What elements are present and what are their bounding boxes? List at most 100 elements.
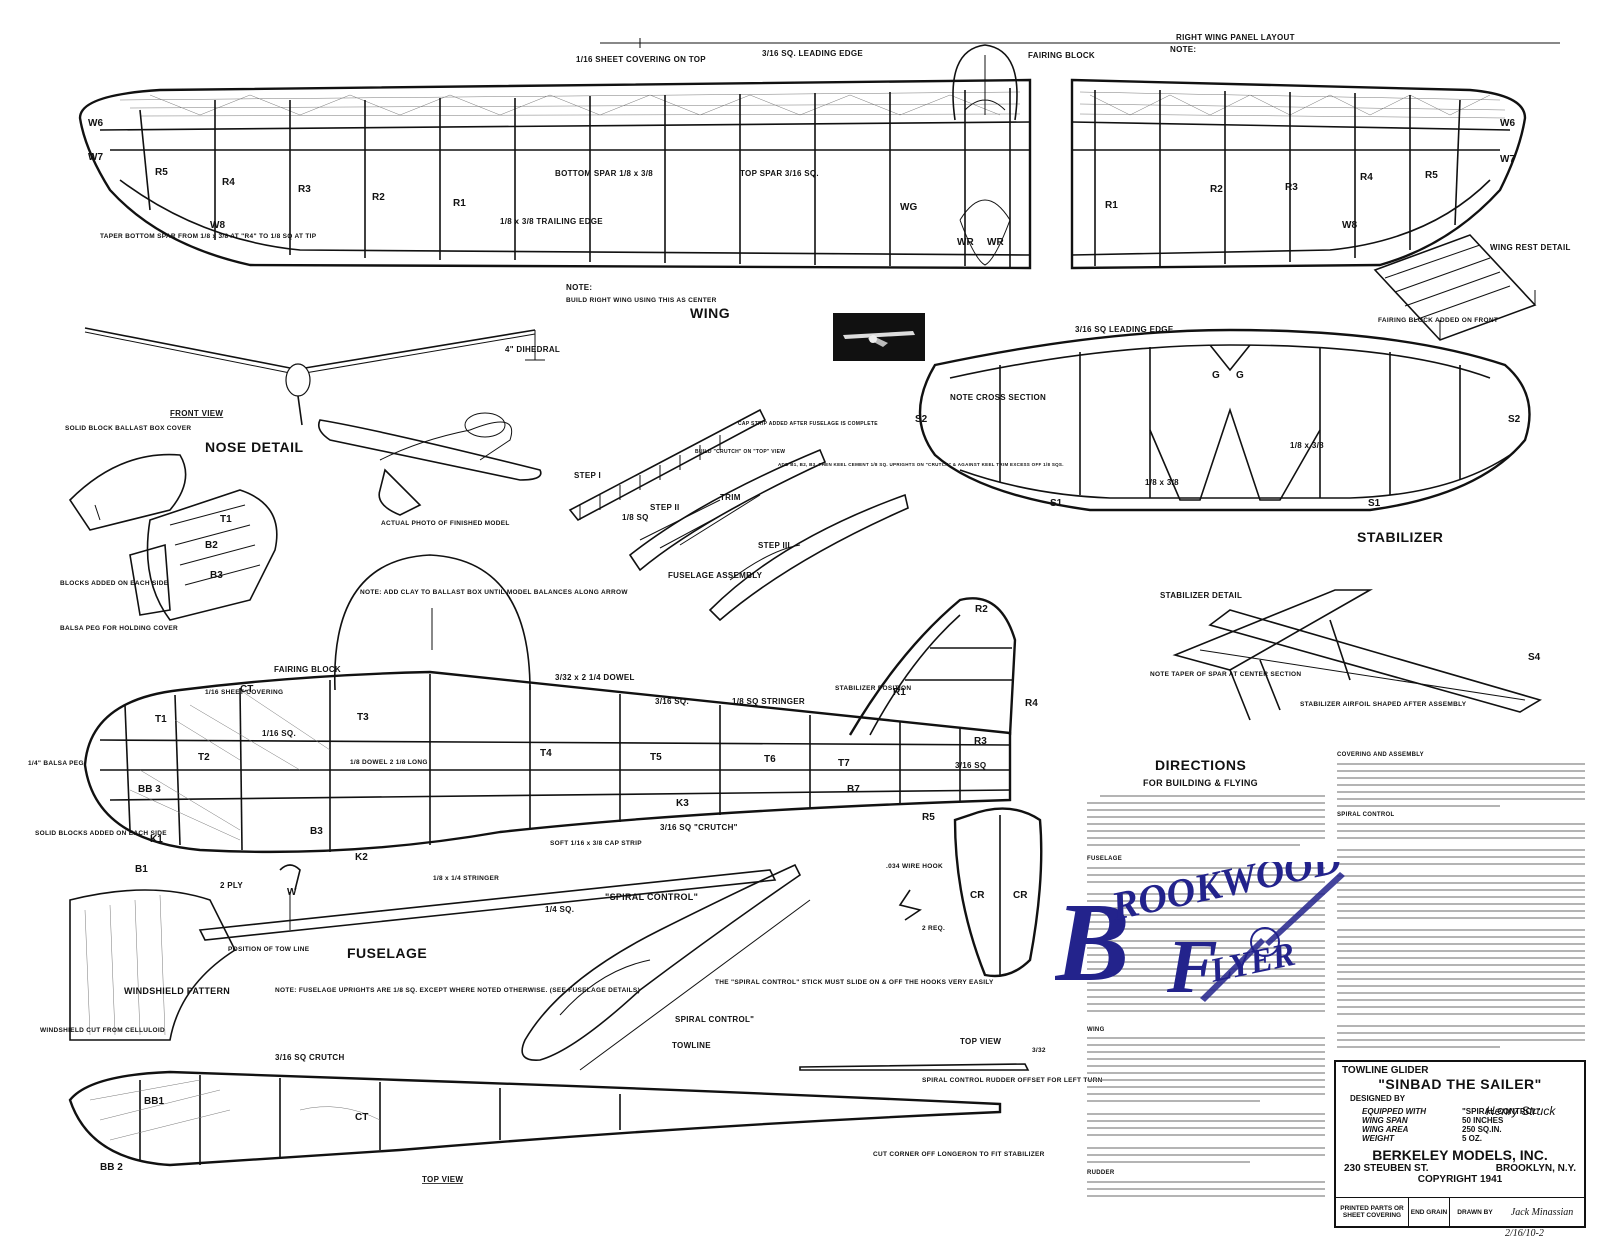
topview-label2: TOP VIEW <box>960 1037 1001 1046</box>
windshield-cut: WINDSHIELD CUT FROM CELLULOID <box>40 1027 165 1034</box>
rib-label: W6 <box>1500 118 1515 129</box>
directions-title: DIRECTIONS <box>1155 757 1246 773</box>
wing-note-label: NOTE: <box>1170 45 1196 54</box>
nose-part: B3 <box>210 570 223 581</box>
drawer-signature: Jack Minassian <box>1510 1206 1574 1218</box>
wing-plan: RIGHT WING PANEL LAYOUT NOTE: <box>78 33 1560 321</box>
stab-leading-edge: 3/16 SQ LEADING EDGE <box>1075 325 1174 334</box>
printed-parts-legend: PRINTED PARTS OR SHEET COVERING <box>1336 1198 1409 1226</box>
fus-part: R5 <box>922 812 935 823</box>
fus-part: K3 <box>676 798 689 809</box>
stab-detail-title: STABILIZER DETAIL <box>1160 591 1242 600</box>
center-note-text: BUILD RIGHT WING USING THIS AS CENTER <box>566 297 717 304</box>
rib-label: R5 <box>155 167 168 178</box>
rib-label: WR <box>987 237 1004 248</box>
fus-cap: SOFT 1/16 x 3/8 CAP STRIP <box>550 840 642 847</box>
date-stamp: 2/16/10-2 <box>1505 1228 1544 1239</box>
rib-label: R1 <box>1105 200 1118 211</box>
rib-label: R5 <box>1425 170 1438 181</box>
fus-part: CR <box>970 890 985 901</box>
stab-spar: 1/8 x 3/8 <box>1290 441 1324 450</box>
assembly-cap: CAP STRIP ADDED AFTER FUSELAGE IS COMPLE… <box>738 421 878 427</box>
spiral-label: SPIRAL CONTROL" <box>675 1015 754 1024</box>
fus-part: R4 <box>1025 698 1038 709</box>
fus-spiral: "SPIRAL CONTROL" <box>605 892 698 902</box>
company-name: BERKELEY MODELS, INC. <box>1372 1147 1548 1163</box>
assembly-sq: 1/8 SQ <box>622 513 649 522</box>
street: 230 STEUBEN ST. <box>1344 1163 1429 1174</box>
windshield-label: WINDSHIELD PATTERN <box>124 986 230 996</box>
stabilizer-plan: G G S2 S2 S1 S1 3/16 SQ LEADING EDGE NOT… <box>915 325 1531 545</box>
spiral-control-sketch: THE "SPIRAL CONTROL" STICK MUST SLIDE ON… <box>521 863 994 1071</box>
topview-crutch: 3/16 SQ CRUTCH <box>275 1053 345 1062</box>
company-address: 230 STEUBEN ST. BROOKLYN, N.Y. <box>1336 1163 1584 1174</box>
fus-solid-blocks: SOLID BLOCKS ADDED ON EACH SIDE <box>35 830 167 837</box>
designed-by: DESIGNED BY <box>1350 1094 1406 1103</box>
fus-sheet: 1/16 SHEET COVERING <box>205 689 283 696</box>
top-spar-callout: TOP SPAR 3/16 SQ. <box>740 169 819 178</box>
fus-two-ply: 2 PLY <box>220 881 243 890</box>
fus-dowel: 3/32 x 2 1/4 DOWEL <box>555 673 635 682</box>
fus-part: B1 <box>135 864 148 875</box>
rib-label: R4 <box>1360 172 1373 183</box>
center-note-label: NOTE: <box>566 283 592 292</box>
directions-spiral-head: SPIRAL CONTROL <box>1337 812 1394 818</box>
fus-part: R1 <box>893 687 906 698</box>
finished-model-photo <box>833 313 925 361</box>
taper-note: TAPER BOTTOM SPAR FROM 1/8 x 3/8 AT "R4"… <box>100 233 317 240</box>
title-block: TOWLINE GLIDER "SINBAD THE SAILER" DESIG… <box>1334 1060 1586 1228</box>
model-sketch: ACTUAL PHOTO OF FINISHED MODEL <box>317 412 542 527</box>
fuselage-side: NOTE: ADD CLAY TO BALLAST BOX UNTIL MODE… <box>28 554 1043 994</box>
topview-part: BB 2 <box>100 1162 123 1173</box>
wing-panel-note: RIGHT WING PANEL LAYOUT <box>1176 33 1295 42</box>
fus-part: T1 <box>155 714 167 725</box>
rib-label: W7 <box>88 152 103 163</box>
rib-label: W8 <box>1342 220 1357 231</box>
windshield-pattern: WINDSHIELD PATTERN WINDSHIELD CUT FROM C… <box>40 889 237 1041</box>
fus-sq16: 1/16 SQ. <box>262 729 296 738</box>
rib-label: R2 <box>372 192 385 203</box>
assembly-step2: STEP II <box>650 503 680 512</box>
directions-wing-head: WING <box>1087 1027 1105 1033</box>
assembly-crutch: BUILD "CRUTCH" ON "TOP" VIEW <box>695 449 785 455</box>
fus-tow-line: POSITION OF TOW LINE <box>228 946 310 953</box>
stab-detail-note2: STABILIZER AIRFOIL SHAPED AFTER ASSEMBLY <box>1300 701 1467 708</box>
trailing-edge-callout: 1/8 x 3/8 TRAILING EDGE <box>500 217 603 226</box>
rib-label: W8 <box>210 220 225 231</box>
city: BROOKLYN, N.Y. <box>1495 1163 1576 1174</box>
designer-signature: Henry Struck <box>1486 1104 1556 1118</box>
rib-label: WG <box>900 202 917 213</box>
rib-label: R2 <box>1210 184 1223 195</box>
assembly-keel: ADD B1, B2, B3, THEN KEEL CEMENT 1/8 SQ.… <box>778 462 1064 467</box>
nose-detail-title: NOSE DETAIL <box>205 439 304 455</box>
directions-rudder-head: RUDDER <box>1087 1170 1115 1176</box>
nose-blocks-callout: BLOCKS ADDED ON EACH SIDE <box>60 580 169 587</box>
fus-part: K1 <box>150 834 163 845</box>
nose-detail: NOSE DETAIL SOLID BLOCK BALLAST BOX COVE… <box>60 425 304 632</box>
fus-stringer: 1/8 SQ STRINGER <box>732 697 805 706</box>
nose-peg-callout: BALSA PEG FOR HOLDING COVER <box>60 625 178 632</box>
fus-part: R3 <box>974 736 987 747</box>
assembly-title: FUSELAGE ASSEMBLY <box>668 571 763 580</box>
topview-label: TOP VIEW <box>422 1175 463 1184</box>
towline-label: TOWLINE <box>672 1041 711 1050</box>
stabilizer-title: STABILIZER <box>1357 529 1443 545</box>
nose-cover-callout: SOLID BLOCK BALLAST BOX COVER <box>65 425 191 432</box>
bottom-spar-callout: BOTTOM SPAR 1/8 x 3/8 <box>555 169 653 178</box>
stab-part-label: S1 <box>1050 498 1063 509</box>
fus-wire: .034 WIRE HOOK <box>886 863 943 870</box>
fus-sq14: 1/4 SQ. <box>545 905 574 914</box>
directions-fuselage-head: FUSELAGE <box>1087 856 1122 862</box>
fus-req: 2 REQ. <box>922 925 945 932</box>
assembly-step1: STEP I <box>574 471 601 480</box>
directions: DIRECTIONS FOR BUILDING & FLYING FUSELAG… <box>1087 752 1585 1197</box>
photo-caption: ACTUAL PHOTO OF FINISHED MODEL <box>381 520 510 527</box>
fus-part: T7 <box>838 758 850 769</box>
sheet-covering-callout: 1/16 SHEET COVERING ON TOP <box>576 55 706 64</box>
directions-covering-head: COVERING AND ASSEMBLY <box>1337 752 1424 758</box>
rib-label: R1 <box>453 198 466 209</box>
fus-part: W <box>287 887 297 898</box>
topview-part: CT <box>355 1112 368 1123</box>
